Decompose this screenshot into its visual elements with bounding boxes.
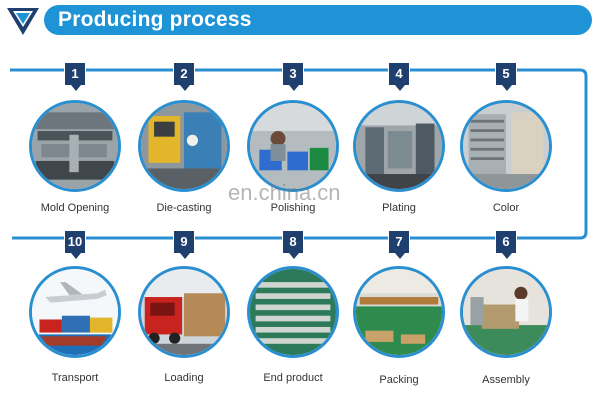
end-product-photo [247,266,339,358]
process-step-8: 8 End product [233,228,353,398]
step-number-badge: 8 [282,230,304,259]
step-label: Assembly [482,374,530,386]
step-label: Transport [51,372,99,384]
assembly-photo [460,266,552,358]
step-label: End product [263,372,323,384]
polishing-photo [247,100,339,192]
process-step-1: 1 Mold Opening [15,60,135,230]
process-step-2: 2 Die-casting [124,60,244,230]
process-step-5: 5 Color [446,60,566,230]
mold-opening-photo [29,100,121,192]
step-number-badge: 9 [173,230,195,259]
site-watermark: en.china.cn [228,180,341,205]
step-label: Plating [382,202,416,214]
die-casting-photo [138,100,230,192]
step-number-badge: 7 [388,230,410,259]
step-number-badge: 1 [64,62,86,91]
process-step-6: 6 Assembly [446,228,566,398]
step-number-badge: 3 [282,62,304,91]
color-photo [460,100,552,192]
company-logo-icon [5,5,41,37]
process-step-3: 3 Polishing [233,60,353,230]
plating-photo [353,100,445,192]
step-label: Mold Opening [40,202,110,214]
step-number-badge: 2 [173,62,195,91]
title-banner: Producing process [44,5,592,35]
packing-photo [353,266,445,358]
loading-photo [138,266,230,358]
step-label: Packing [379,374,419,386]
step-label: Color [492,202,520,214]
transport-photo [29,266,121,358]
page-header: Producing process [0,0,600,40]
step-number-badge: 6 [495,230,517,259]
step-label: Loading [164,372,204,384]
step-label: Die-casting [156,202,212,214]
step-number-badge: 4 [388,62,410,91]
step-number-badge: 5 [495,62,517,91]
step-label: Polishing [270,202,316,214]
process-step-7: 7 Packing [339,228,459,398]
step-number-badge: 10 [64,230,86,259]
process-step-4: 4 Plating [339,60,459,230]
process-step-10: 10 Transport [15,228,135,398]
page-title: Producing process [58,8,252,31]
process-step-9: 9 Loading [124,228,244,398]
